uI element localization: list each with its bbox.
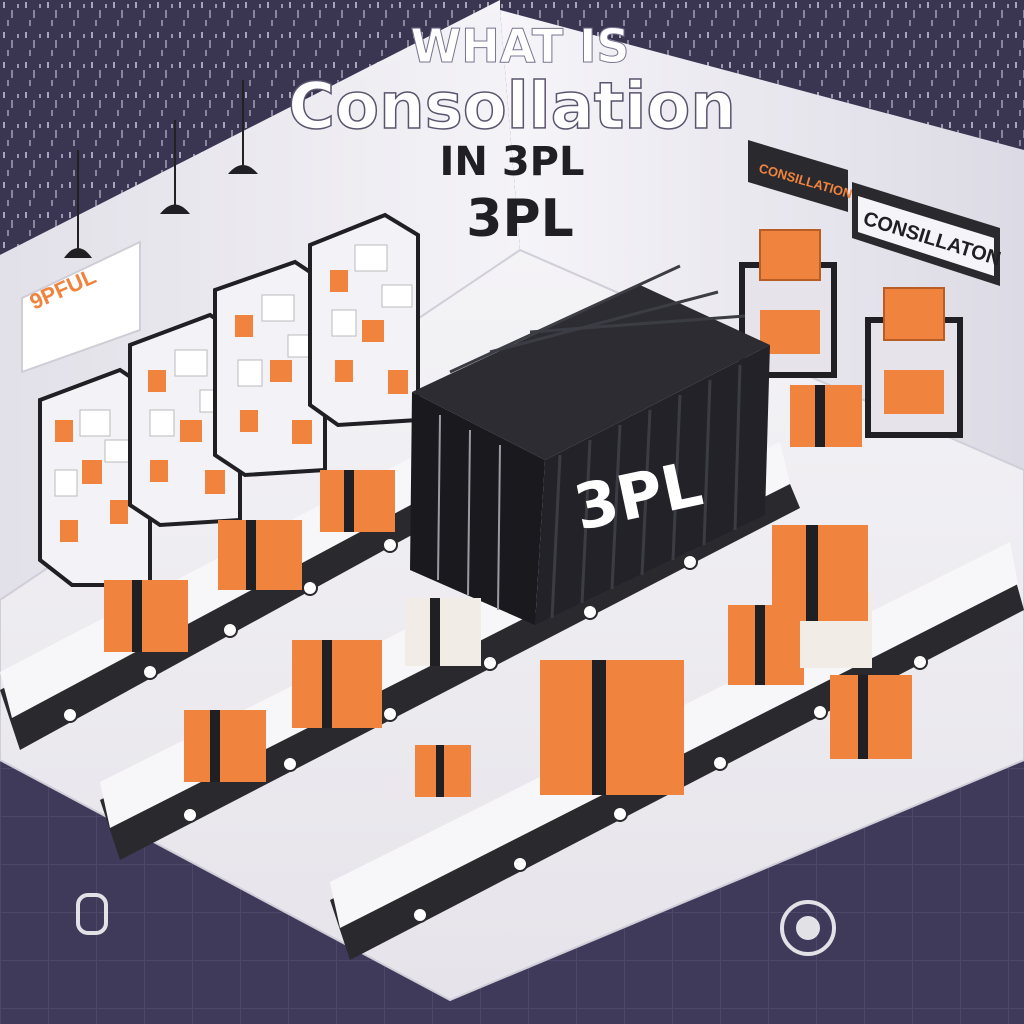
headline-line-2: Consollation [288, 70, 736, 144]
parcel [830, 675, 912, 759]
parcel [405, 598, 481, 666]
loading-stations [739, 229, 963, 438]
right-banner: CONSILLATON [852, 182, 1003, 286]
lamp-shades [64, 165, 258, 258]
headline: WHAT IS Consollation IN 3PL 3PL [287, 19, 736, 250]
shelving-units [38, 212, 420, 587]
headline-line-4: 3PL [466, 189, 573, 249]
conveyor-belt-1 [0, 458, 430, 750]
headline-line-3: IN 3PL [440, 139, 585, 185]
headline-line-1: WHAT IS [411, 19, 630, 73]
parcel [772, 525, 868, 621]
parcel [790, 385, 862, 447]
parcel [104, 580, 188, 652]
parcel [320, 470, 395, 532]
parcels [104, 385, 912, 797]
shelf-unit-1 [38, 367, 152, 587]
parcel [218, 520, 302, 590]
pendant-lamps [77, 80, 244, 250]
shipping-container: 3PL [410, 264, 770, 625]
shelf-unit-4 [308, 212, 420, 428]
parcel [184, 710, 266, 782]
parcel [540, 660, 684, 795]
parcel [292, 640, 382, 728]
floor-icons [76, 893, 836, 956]
parcel [415, 745, 471, 797]
